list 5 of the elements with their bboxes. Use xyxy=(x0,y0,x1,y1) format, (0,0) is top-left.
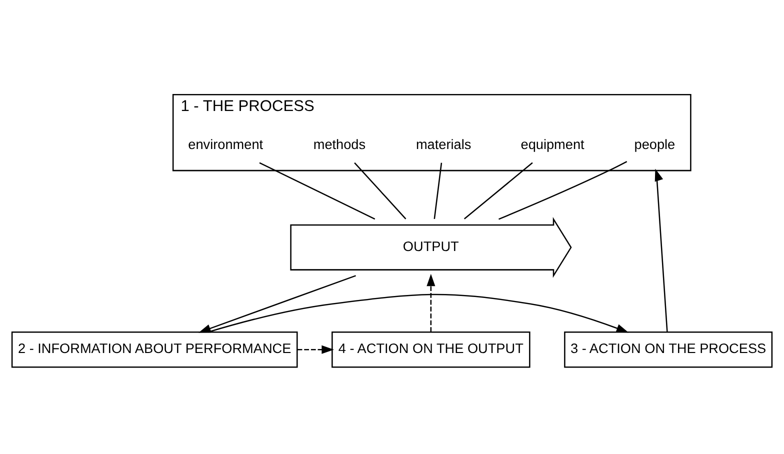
node-text: environment xyxy=(188,136,264,152)
node-text: equipment xyxy=(520,136,584,152)
node-text: methods xyxy=(313,136,366,152)
node-text: people xyxy=(634,136,676,152)
node-text: materials xyxy=(416,136,472,152)
